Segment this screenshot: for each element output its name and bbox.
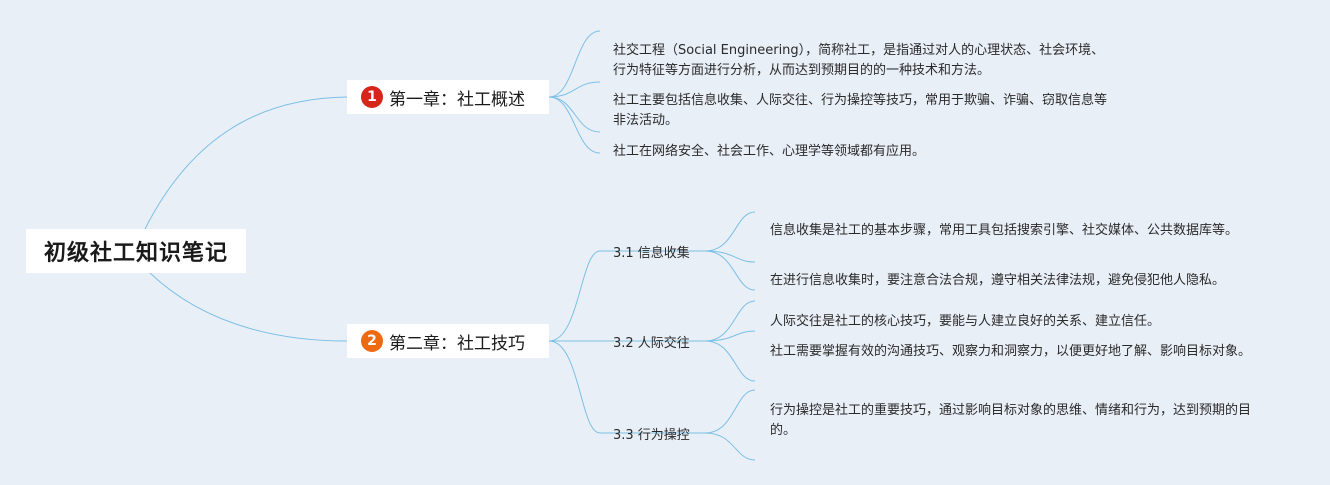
connector-sec1-leaf3 <box>704 250 756 291</box>
chapter-node-1[interactable]: 1 第一章：社工概述 <box>347 80 549 114</box>
connector-root-chapter2 <box>149 272 348 342</box>
section-3-3-point-1[interactable]: 行为操控是社工的重要技巧，通过影响目标对象的思维、情绪和行为，达到预期的目的。 <box>770 403 1252 438</box>
section-3-1-point-2[interactable]: 在进行信息收集时，要注意合法合规，遵守相关法律法规，避免侵犯他人隐私。 <box>770 273 1226 288</box>
connector-chapter2-sec3 <box>548 340 601 434</box>
chapter-1-title: 第一章：社工概述 <box>389 89 525 110</box>
chapter-2-title: 第二章：社工技巧 <box>389 333 525 354</box>
connector-sec3-leaf2 <box>704 432 756 461</box>
chapter-1-badge: 1 <box>361 86 383 108</box>
chapter1-point-3[interactable]: 社工在网络安全、社会工作、心理学等领域都有应用。 <box>613 144 926 159</box>
connector-root-chapter1 <box>144 96 348 230</box>
section-3-2-point-1[interactable]: 人际交往是社工的核心技巧，要能与人建立良好的关系、建立信任。 <box>770 314 1161 329</box>
section-node-3-1[interactable]: 3.1 信息收集 <box>613 246 690 261</box>
chapter1-point-1[interactable]: 社交工程（Social Engineering），简称社工，是指通过对人的心理状… <box>613 43 1105 78</box>
connector-chapter1-leaf3 <box>548 96 601 133</box>
connector-sec2-leaf1 <box>704 300 756 342</box>
chapter-node-2[interactable]: 2 第二章：社工技巧 <box>347 324 549 358</box>
connector-sec3-leaf1 <box>704 389 756 434</box>
connector-chapter1-leaf1 <box>548 30 601 98</box>
section-node-3-3[interactable]: 3.3 行为操控 <box>613 428 690 443</box>
connector-sec1-leaf2 <box>704 250 756 263</box>
section-3-1-point-1[interactable]: 信息收集是社工的基本步骤，常用工具包括搜索引擎、社交媒体、公共数据库等。 <box>770 223 1239 238</box>
connector-sec2-leaf2 <box>704 330 756 342</box>
section-3-2-point-2[interactable]: 社工需要掌握有效的沟通技巧、观察力和洞察力，以便更好地了解、影响目标对象。 <box>770 344 1252 359</box>
connector-sec2-leaf3 <box>704 340 756 382</box>
connector-sec1-leaf1 <box>704 211 756 252</box>
connector-chapter2-sec1 <box>548 250 601 342</box>
root-title: 初级社工知识笔记 <box>43 241 228 266</box>
root-node[interactable]: 初级社工知识笔记 <box>26 229 246 273</box>
connector-chapter1-leaf4 <box>548 96 601 154</box>
chapter1-point-2[interactable]: 社工主要包括信息收集、人际交往、行为操控等技巧，常用于欺骗、诈骗、窃取信息等非法… <box>613 93 1108 128</box>
chapter-2-badge: 2 <box>361 330 383 352</box>
connector-chapter1-leaf2 <box>548 81 601 98</box>
section-node-3-2[interactable]: 3.2 人际交往 <box>613 336 690 351</box>
